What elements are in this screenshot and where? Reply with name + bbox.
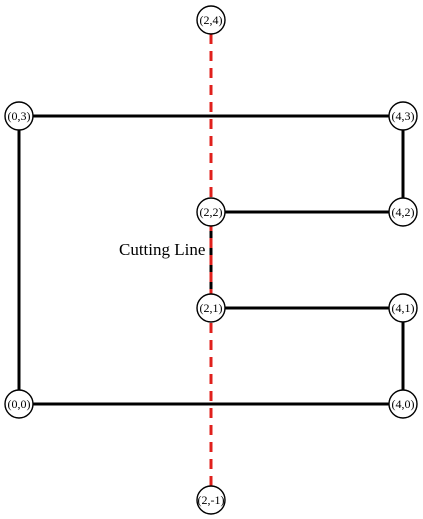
vertex-circle [388,389,418,419]
vertex-circle [196,485,226,515]
vertex-circle [196,197,226,227]
vertex-label: (2,-1) [198,493,225,507]
vertex-n21: (2,1) [196,293,226,323]
vertex-n2m1: (2,-1) [196,485,226,515]
vertex-circle [4,389,34,419]
vertex-label: (2,2) [200,205,223,219]
vertex-n03: (0,3) [4,101,34,131]
vertex-circle [388,197,418,227]
vertex-circle [388,293,418,323]
vertex-circle [196,5,226,35]
vertex-label: (2,4) [200,13,223,27]
vertex-circle [196,293,226,323]
vertex-label: (0,0) [8,397,31,411]
polygon-vertices: (2,4) (0,3) (4,3) (2,2) (4,2) (2,1) (4,1) (0,0)… [4,5,418,515]
vertex-n42: (4,2) [388,197,418,227]
vertex-n24: (2,4) [196,5,226,35]
vertex-n40: (4,0) [388,389,418,419]
vertex-n00: (0,0) [4,389,34,419]
vertex-n43: (4,3) [388,101,418,131]
cutting-line-label: Cutting Line [119,240,205,259]
vertex-label: (2,1) [200,301,223,315]
vertex-label: (0,3) [8,109,31,123]
vertex-label: (4,1) [392,301,415,315]
vertex-circle [388,101,418,131]
vertex-label: (4,3) [392,109,415,123]
vertex-n22: (2,2) [196,197,226,227]
vertex-circle [4,101,34,131]
vertex-label: (4,2) [392,205,415,219]
polygon-edges [17,114,405,406]
vertex-label: (4,0) [392,397,415,411]
vertex-n41: (4,1) [388,293,418,323]
